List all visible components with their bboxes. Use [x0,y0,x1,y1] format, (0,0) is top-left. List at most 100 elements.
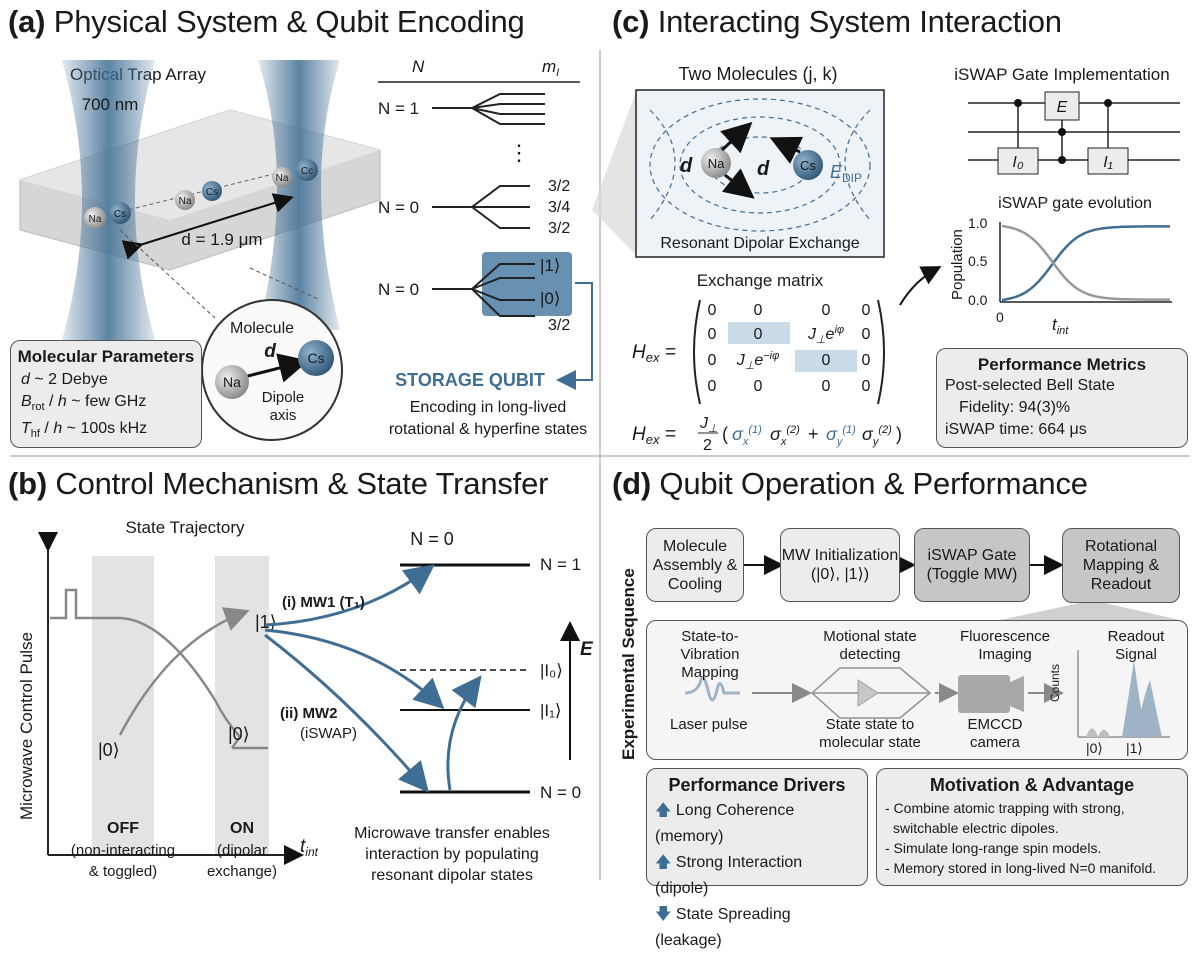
atom-na-3 [272,167,292,187]
svg-text:Hex =: Hex = [632,424,676,447]
svg-text:0: 0 [708,326,717,343]
svg-text:0: 0 [862,302,871,319]
svg-text:0: 0 [754,378,763,395]
encoding-caption-1: Encoding in long-lived [410,399,567,416]
svg-text:J⊥: J⊥ [699,415,718,435]
svg-text:|0⟩: |0⟩ [228,724,250,744]
svg-text:1.0: 1.0 [968,215,988,231]
atom-na-1 [84,207,106,229]
off-label: OFF [107,820,139,837]
driver-1: 🡅 Long Coherence (memory) [655,802,795,845]
svg-text:0.5: 0.5 [968,253,988,269]
svg-text:N = 0: N = 0 [540,783,581,802]
svg-text:exchange): exchange) [207,863,277,880]
svg-text:): ) [896,424,902,444]
dipole-field-box [635,89,885,258]
step-iswap: iSWAP Gate (Toggle MW) [914,528,1030,602]
svg-text:3/4: 3/4 [548,199,570,216]
svg-text:Cs: Cs [206,187,218,198]
levels-header-mi: mI [542,57,559,79]
svg-text:|1⟩: |1⟩ [540,256,561,275]
trajectory-0 [50,588,242,749]
svg-text:σy(2): σy(2) [862,424,892,448]
svg-text:I₀: I₀ [1012,154,1023,171]
trap-beam-left [62,60,155,340]
dipole-arrow [239,353,309,383]
molecular-params-box: Molecular Parameters d ~ 2 Debye Brot / … [10,340,202,448]
svg-text:0: 0 [996,309,1004,325]
level-n0-b: N = 0 [378,280,419,299]
svg-text:0: 0 [708,378,717,395]
state-state-label: State state to molecular state [819,716,921,751]
svg-text:(iSWAP): (iSWAP) [300,725,357,742]
svg-text:Na: Na [276,173,289,184]
readout-signal-label: Readout Signal [1107,628,1165,663]
svg-text:(: ( [722,424,728,444]
panel-b-title: (b) Control Mechanism & State Transfer [8,466,549,501]
n0-top-label: N = 0 [410,529,454,549]
level-n1: N = 1 [378,99,419,118]
svg-text:J⊥e−iφ: J⊥e−iφ [736,350,780,372]
svg-text:Microwave transfer enables: Microwave transfer enables [354,825,550,842]
molecule-na [215,365,249,399]
distance-label: d = 1.9 μm [181,230,262,249]
driver-3: 🡇 State Spreading (leakage) [655,906,791,949]
trajectory-1 [118,607,250,736]
evolution-title: iSWAP gate evolution [998,195,1152,212]
svg-text:Na: Na [179,196,192,207]
y-axis-label: Microwave Control Pulse [17,632,36,820]
drivers-title: Performance Drivers [668,775,846,795]
metrics-title: Performance Metrics [977,355,1147,374]
s2v-label: State-to-Vibration Mapping [680,628,740,681]
svg-text:0: 0 [708,352,717,369]
param-line-1: d ~ 2 Debye [21,371,108,388]
svg-text:σx(2): σx(2) [770,424,800,448]
svg-text:0: 0 [822,378,831,395]
k0-label: |0⟩ [1086,740,1103,756]
exchange-matrix-label: Exchange matrix [697,271,824,290]
svg-text:Hex =: Hex = [632,342,676,365]
distance-arrow [121,193,294,260]
svg-text:(non-interacting: (non-interacting [71,842,175,859]
counts-label: Counts [1048,663,1062,702]
driver-2: 🡅 Strong Interaction (dipole) [655,854,803,897]
sequence-label: Experimental Sequence [619,568,638,760]
population-label: Population [949,229,966,300]
svg-text:|0⟩: |0⟩ [540,289,561,308]
mw1-label: (i) MW1 (T₁) [282,594,365,611]
metrics-line-3: iSWAP time: 664 μs [945,421,1087,438]
svg-text:& toggled): & toggled) [89,863,157,880]
encoding-caption-2: rotational & hyperfine states [389,421,587,438]
svg-text:|1⟩: |1⟩ [255,612,277,632]
dipole-axis-2: axis [270,407,297,424]
svg-text:σx(1): σx(1) [732,424,762,448]
svg-text:0: 0 [708,302,717,319]
params-title: Molecular Parameters [17,347,195,366]
svg-text:Cs: Cs [114,209,126,220]
arrow-up-icon: 🡅 [655,854,672,871]
arrow-up-icon: 🡅 [655,802,672,819]
svg-text:Na: Na [89,214,102,225]
svg-text:Na: Na [223,374,241,390]
panel-a-title: (a) Physical System & Qubit Encoding [8,4,525,39]
svg-text:3/2: 3/2 [548,178,570,195]
svg-text:0: 0 [822,352,831,369]
svg-text:+: + [808,424,819,444]
fluor-label: Fluorescence Imaging [959,628,1051,663]
metrics-line-1: Post-selected Bell State [945,377,1115,394]
motivation-box: Motivation & Advantage - Combine atomic … [876,768,1188,886]
panel-c-title: (c) Interacting System Interaction [612,4,1062,39]
svg-text:0: 0 [862,378,871,395]
series-falling [1001,224,1170,301]
figure-canvas: Optical Trap Array 700 nm Na Cs Na Cs Na… [10,50,1190,884]
metrics-line-2: Fidelity: 94(3)% [959,399,1071,416]
x-axis-label: tint [300,836,319,859]
on-band [215,556,269,854]
wavelength-label: 700 nm [82,95,139,114]
storage-qubit-label: STORAGE QUBIT [395,370,545,390]
emccd-label: EMCCD camera [967,716,1023,751]
readout-detail-box [646,620,1188,760]
levels-header-n: N [412,57,425,76]
panel-d-title: (d) Qubit Operation & Performance [612,466,1088,501]
atom-cs-3 [296,159,318,181]
